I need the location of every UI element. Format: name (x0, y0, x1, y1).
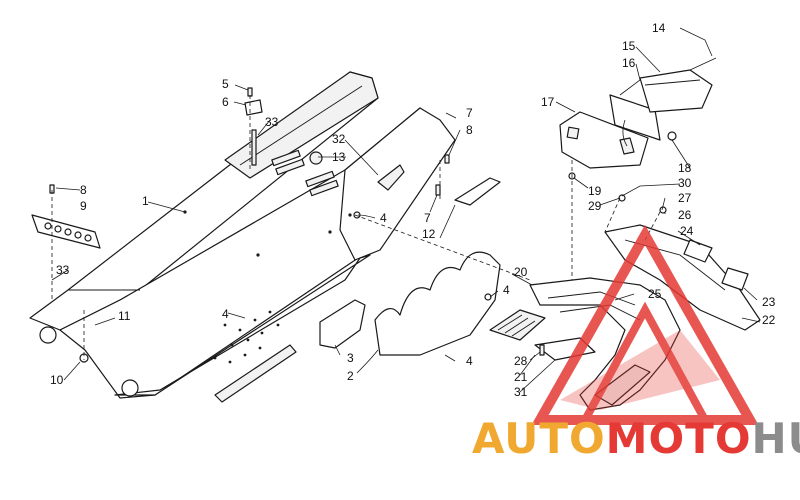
taillight-lens-plate (609, 94, 661, 141)
tunnel-rear-eye-right (121, 379, 139, 397)
rear-flap (374, 251, 501, 356)
callout-7-mid: 7 (424, 211, 431, 225)
callout-28: 28 (514, 354, 528, 368)
snow-flap (604, 224, 761, 331)
callout-17: 17 (541, 95, 555, 109)
watermark-moto: MOTO (606, 414, 752, 463)
callout-4-bottom: 4 (466, 354, 473, 368)
watermark-auto: AUTO (472, 414, 606, 463)
callout-19: 19 (588, 184, 602, 198)
callout-20: 20 (514, 265, 528, 279)
tunnel-decal (377, 164, 405, 191)
callout-13: 13 (332, 150, 346, 164)
callout-27: 27 (678, 191, 692, 205)
flap-plate-small (721, 267, 749, 291)
bracket (319, 299, 366, 349)
callout-8-right: 8 (466, 123, 473, 137)
callout-1: 1 (142, 194, 149, 208)
callout-15: 15 (622, 39, 636, 53)
deflector (454, 177, 501, 206)
callout-18: 18 (678, 161, 692, 175)
bulb-housing (639, 69, 713, 113)
callout-21: 21 (514, 370, 528, 384)
rivet-holes (183, 210, 352, 364)
callout-16: 16 (622, 56, 636, 70)
callout-25: 25 (648, 287, 662, 301)
callout-6: 6 (222, 95, 229, 109)
callout-8-left: 8 (80, 183, 87, 197)
tunnel-assembly (29, 71, 456, 399)
callout-3: 3 (347, 351, 354, 365)
taillight-assembly (559, 57, 717, 169)
bushing (309, 151, 323, 165)
watermark-hub: HUB (752, 414, 800, 463)
callout-11: 11 (118, 309, 131, 323)
leader-lines (51, 27, 761, 393)
assembly-lines (51, 95, 661, 360)
callout-29: 29 (588, 199, 602, 213)
callout-22: 22 (762, 313, 776, 327)
callout-4-rail: 4 (380, 211, 387, 225)
svg-text:AUTOMOTOHUB: AUTOMOTOHUB (472, 414, 800, 463)
callout-32: 32 (332, 132, 346, 146)
tunnel-lower-panel (114, 254, 371, 396)
fasteners (49, 87, 667, 363)
callout-14: 14 (652, 21, 666, 35)
callout-labels: 1 2 3 4 4 4 4 5 6 7 7 8 8 9 10 11 12 13 … (50, 21, 776, 399)
callout-4-lower-panel: 4 (222, 307, 229, 321)
callout-26: 26 (678, 208, 692, 222)
vent-slots (271, 149, 339, 197)
watermark-triangle-icon (531, 224, 759, 425)
callout-2: 2 (347, 369, 354, 383)
callout-9: 9 (80, 199, 87, 213)
running-board-strip (214, 344, 297, 403)
flap-plate (683, 239, 713, 263)
callout-10: 10 (50, 373, 64, 387)
callout-31: 31 (514, 385, 528, 399)
callout-23: 23 (762, 295, 776, 309)
callout-12: 12 (422, 227, 436, 241)
tunnel-rear-eye-left (39, 326, 57, 344)
callout-30: 30 (678, 176, 692, 190)
tube-with-holes (31, 214, 101, 249)
callout-33-top: 33 (265, 115, 279, 129)
callout-5: 5 (222, 77, 229, 91)
callout-7-top: 7 (466, 106, 473, 120)
watermark: AUTOMOTOHUB (472, 224, 800, 463)
callout-33-left: 33 (56, 263, 70, 277)
callout-4-flap: 4 (503, 283, 510, 297)
rear-tread (594, 364, 651, 406)
callout-24: 24 (680, 224, 694, 238)
tunnel-right-rail (339, 107, 456, 261)
